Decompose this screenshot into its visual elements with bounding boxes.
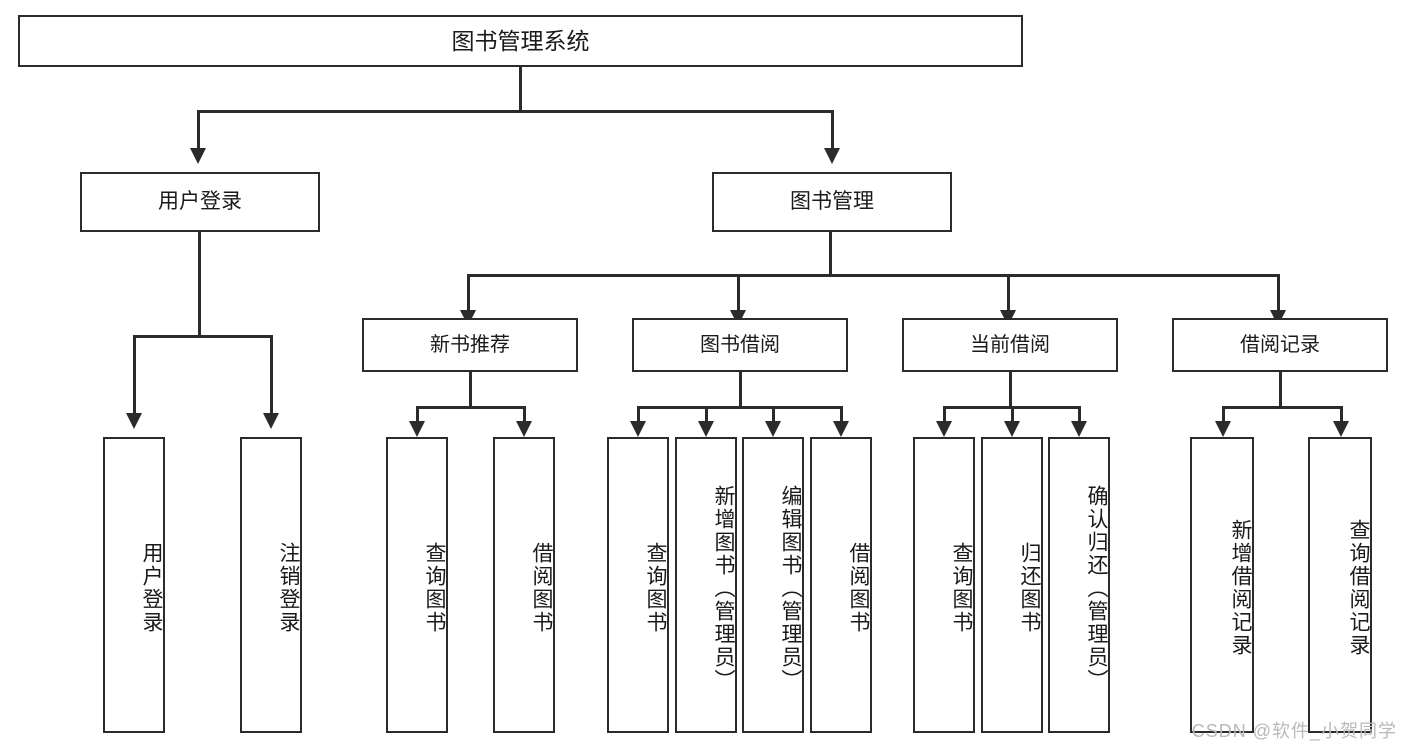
leaf-nbr-query-book[interactable]: 查询图书	[386, 437, 448, 733]
arrowhead-book-management	[824, 148, 840, 164]
node-label: 查询图书	[644, 542, 667, 634]
connector-br-leaf-2	[1340, 406, 1343, 428]
node-label: 查询图书	[950, 542, 973, 634]
connector-cb-stem	[1009, 372, 1012, 406]
leaf-cb-return-book[interactable]: 归还图书	[981, 437, 1043, 733]
connector-root-to-user-login	[197, 110, 200, 150]
node-label: 注销登录	[277, 542, 300, 634]
leaf-bb-query-book[interactable]: 查询图书	[607, 437, 669, 733]
connector-book-management-bus	[467, 274, 1279, 277]
node-current-borrow[interactable]: 当前借阅	[902, 318, 1118, 372]
node-label: 查询借阅记录	[1347, 519, 1370, 657]
connector-root-bus	[197, 110, 833, 113]
leaf-nbr-borrow-book[interactable]: 借阅图书	[493, 437, 555, 733]
leaf-cb-query-book[interactable]: 查询图书	[913, 437, 975, 733]
connector-bb-stem	[739, 372, 742, 406]
node-label: 用户登录	[140, 542, 163, 634]
arrowhead-cb-leaf-1	[936, 421, 952, 437]
connector-user-login-bus	[133, 335, 270, 338]
connector-bb-leaf-1	[637, 406, 640, 428]
connector-nbr-leaf-1	[416, 406, 419, 428]
arrowhead-nbr-leaf-2	[516, 421, 532, 437]
connector-bb-bus	[637, 406, 842, 409]
connector-bb-leaf-3	[772, 406, 775, 428]
connector-user-login-leaf-1	[133, 335, 136, 415]
arrowhead-bb-leaf-3	[765, 421, 781, 437]
connector-nbr-stem	[469, 372, 472, 406]
arrowhead-cb-leaf-2	[1004, 421, 1020, 437]
leaf-bb-add-book-admin[interactable]: 新增图书（管理员）	[675, 437, 737, 733]
connector-cb-leaf-3	[1078, 406, 1081, 428]
connector-root-stem	[519, 67, 522, 110]
node-label: 图书管理系统	[451, 27, 590, 54]
connector-bm-to-borrow-record	[1277, 274, 1280, 312]
leaf-user-login[interactable]: 用户登录	[103, 437, 165, 733]
leaf-logout[interactable]: 注销登录	[240, 437, 302, 733]
node-new-book-recommend[interactable]: 新书推荐	[362, 318, 578, 372]
node-user-login[interactable]: 用户登录	[80, 172, 320, 232]
connector-user-login-stem	[198, 232, 201, 335]
arrowhead-leaf-logout	[263, 413, 279, 429]
node-label: 新增借阅记录	[1229, 519, 1252, 657]
leaf-bb-borrow-book[interactable]: 借阅图书	[810, 437, 872, 733]
node-label: 确认归还（管理员）	[1085, 484, 1108, 692]
node-label: 当前借阅	[970, 333, 1050, 356]
node-label: 借阅记录	[1240, 333, 1320, 356]
node-label: 新书推荐	[430, 333, 510, 356]
node-label: 借阅图书	[530, 542, 553, 634]
arrowhead-br-leaf-1	[1215, 421, 1231, 437]
node-label: 图书管理	[790, 189, 874, 213]
node-label: 借阅图书	[847, 542, 870, 634]
connector-nbr-leaf-2	[523, 406, 526, 428]
connector-cb-leaf-2	[1011, 406, 1014, 428]
connector-bm-to-book-borrow	[737, 274, 740, 312]
leaf-br-add-record[interactable]: 新增借阅记录	[1190, 437, 1254, 733]
node-label: 归还图书	[1018, 542, 1041, 634]
connector-book-management-stem	[829, 232, 832, 274]
connector-br-stem	[1279, 372, 1282, 406]
arrowhead-nbr-leaf-1	[409, 421, 425, 437]
arrowhead-leaf-user-login	[126, 413, 142, 429]
arrowhead-br-leaf-2	[1333, 421, 1349, 437]
node-book-management[interactable]: 图书管理	[712, 172, 952, 232]
leaf-cb-confirm-return-admin[interactable]: 确认归还（管理员）	[1048, 437, 1110, 733]
connector-root-to-book-management	[831, 110, 834, 150]
node-book-borrow[interactable]: 图书借阅	[632, 318, 848, 372]
connector-br-bus	[1222, 406, 1340, 409]
node-borrow-record[interactable]: 借阅记录	[1172, 318, 1388, 372]
connector-user-login-leaf-2	[270, 335, 273, 415]
arrowhead-bb-leaf-2	[698, 421, 714, 437]
node-label: 编辑图书（管理员）	[779, 484, 802, 692]
connector-nbr-bus	[416, 406, 526, 409]
arrowhead-bb-leaf-4	[833, 421, 849, 437]
connector-br-leaf-1	[1222, 406, 1225, 428]
node-label: 查询图书	[423, 542, 446, 634]
connector-cb-leaf-1	[943, 406, 946, 428]
arrowhead-user-login	[190, 148, 206, 164]
connector-cb-bus	[943, 406, 1078, 409]
connector-bb-leaf-4	[840, 406, 843, 428]
arrowhead-cb-leaf-3	[1071, 421, 1087, 437]
node-root-book-management-system[interactable]: 图书管理系统	[18, 15, 1023, 67]
connector-bb-leaf-2	[705, 406, 708, 428]
connector-bm-to-new-book	[467, 274, 470, 312]
leaf-bb-edit-book-admin[interactable]: 编辑图书（管理员）	[742, 437, 804, 733]
connector-bm-to-current-borrow	[1007, 274, 1010, 312]
node-label: 用户登录	[158, 189, 242, 213]
arrowhead-bb-leaf-1	[630, 421, 646, 437]
leaf-br-query-record[interactable]: 查询借阅记录	[1308, 437, 1372, 733]
node-label: 图书借阅	[700, 333, 780, 356]
node-label: 新增图书（管理员）	[712, 484, 735, 692]
